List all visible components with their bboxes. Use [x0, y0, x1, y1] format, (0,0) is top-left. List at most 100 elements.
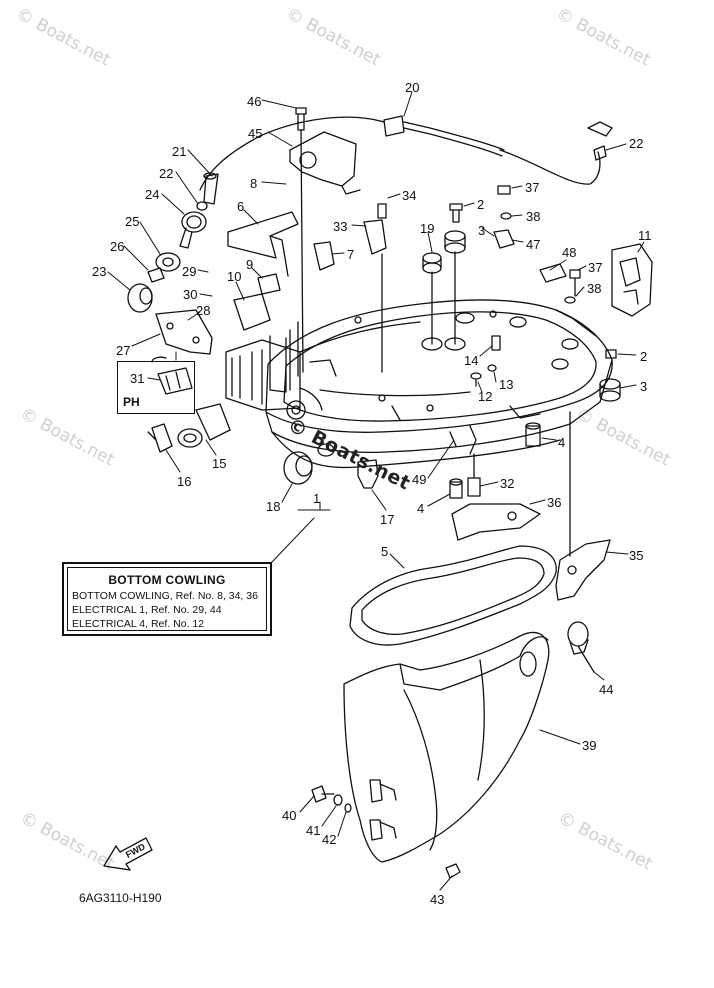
callout-21: 21 [172, 144, 187, 159]
clip-part-26 [147, 267, 165, 283]
callout-48: 48 [562, 245, 577, 260]
clip-part-9 [257, 273, 281, 295]
bracket-part-45 [289, 131, 361, 195]
clamp-part-16 [147, 423, 173, 453]
callout-2: 2 [640, 349, 648, 364]
callout-22: 22 [629, 136, 644, 151]
callout-6: 6 [237, 199, 245, 214]
fitting-part-17 [357, 459, 379, 489]
grommet-part-4 [449, 422, 541, 499]
washer-part-38 [500, 212, 576, 304]
bolt-part-40 [311, 785, 335, 803]
diagram-code: 6AG3110-H190 [79, 891, 162, 905]
callout-34: 34 [402, 188, 417, 203]
grommet-part-3 [444, 230, 621, 402]
callout-10: 10 [227, 269, 242, 284]
ph-label: PH [123, 395, 140, 409]
callout-45: 45 [248, 126, 263, 141]
callout-20: 20 [405, 80, 420, 95]
callout-8: 8 [250, 176, 258, 191]
lower-cowling-part-39 [343, 631, 550, 863]
callout-7: 7 [347, 247, 355, 262]
callout-49: 49 [412, 472, 427, 487]
box-part-10 [233, 293, 271, 331]
callout-9: 9 [246, 257, 254, 272]
knob-part-25 [155, 252, 181, 272]
callout-31: 31 [130, 371, 145, 386]
bottom-cowling-frame [265, 299, 613, 469]
grommet-part-23 [127, 283, 153, 313]
callout-37: 37 [588, 260, 603, 275]
grommet-part-15 [177, 403, 231, 448]
clamp-part-31 [157, 367, 193, 395]
reference-note-inner-border [67, 567, 267, 631]
bolt-part-37 [497, 185, 581, 297]
reference-note-box: BOTTOM COWLING BOTTOM COWLING, Ref. No. … [62, 562, 272, 636]
reference-note-line: ELECTRICAL 1, Ref. No. 29, 44 [72, 604, 222, 616]
callout-3: 3 [478, 223, 486, 238]
callout-16: 16 [177, 474, 192, 489]
callout-3: 3 [640, 379, 648, 394]
bracket-part-11 [611, 243, 653, 317]
callout-22: 22 [159, 166, 174, 181]
screw-part-12 [470, 372, 482, 387]
callout-4: 4 [417, 501, 425, 516]
callout-4: 4 [558, 435, 566, 450]
callout-47: 47 [526, 237, 541, 252]
plate-part-27 [155, 309, 213, 355]
callout-19: 19 [420, 221, 435, 236]
bracket-part-36 [451, 503, 541, 541]
clip-part-7 [313, 241, 335, 271]
electrical-bracket-assembly [225, 321, 337, 420]
callout-39: 39 [582, 738, 597, 753]
fastener-part-14 [491, 335, 501, 351]
reference-note-title: BOTTOM COWLING [108, 573, 226, 587]
reference-note-line: ELECTRICAL 4, Ref. No. 12 [72, 618, 205, 630]
callout-35: 35 [629, 548, 644, 563]
fwd-arrow-icon [103, 837, 153, 871]
callout-29: 29 [182, 264, 197, 279]
bolt-part-2 [449, 203, 617, 359]
clamp-part-33 [363, 203, 387, 373]
seal-part-5 [349, 545, 557, 646]
callout-25: 25 [125, 214, 140, 229]
callout-40: 40 [282, 808, 297, 823]
gear-part-24 [179, 211, 207, 249]
reference-note-line: BOTTOM COWLING, Ref. No. 8, 34, 36 [72, 590, 258, 602]
damper-part-32 [467, 453, 481, 497]
fitting-part-22 [196, 121, 613, 211]
callout-44: 44 [599, 682, 614, 697]
callout-13: 13 [499, 377, 514, 392]
callout-46: 46 [247, 94, 262, 109]
callout-36: 36 [547, 495, 562, 510]
callout-37: 37 [525, 180, 540, 195]
callout-23: 23 [92, 264, 107, 279]
washer-part-13 [487, 364, 497, 372]
callout-17: 17 [380, 512, 395, 527]
callout-30: 30 [183, 287, 198, 302]
plate-part-48 [539, 263, 567, 283]
washer-part-41 [333, 794, 343, 806]
callout-14: 14 [464, 353, 479, 368]
callout-38: 38 [526, 209, 541, 224]
callout-41: 41 [306, 823, 321, 838]
callout-24: 24 [145, 187, 160, 202]
callout-43: 43 [430, 892, 445, 907]
callout-27: 27 [116, 343, 131, 358]
grommet-part-44 [567, 621, 595, 673]
callout-32: 32 [500, 476, 515, 491]
bracket-part-35 [555, 411, 611, 601]
callout-15: 15 [212, 456, 227, 471]
callout-42: 42 [322, 832, 337, 847]
grommet-part-18 [283, 443, 335, 485]
callout-26: 26 [110, 239, 125, 254]
callout-12: 12 [478, 389, 493, 404]
plate-part-6 [227, 211, 299, 277]
callout-11: 11 [638, 228, 652, 243]
callout-2: 2 [477, 197, 485, 212]
hose-part-21 [203, 172, 219, 205]
washer-part-42 [344, 803, 352, 813]
leader-lines [107, 91, 645, 891]
